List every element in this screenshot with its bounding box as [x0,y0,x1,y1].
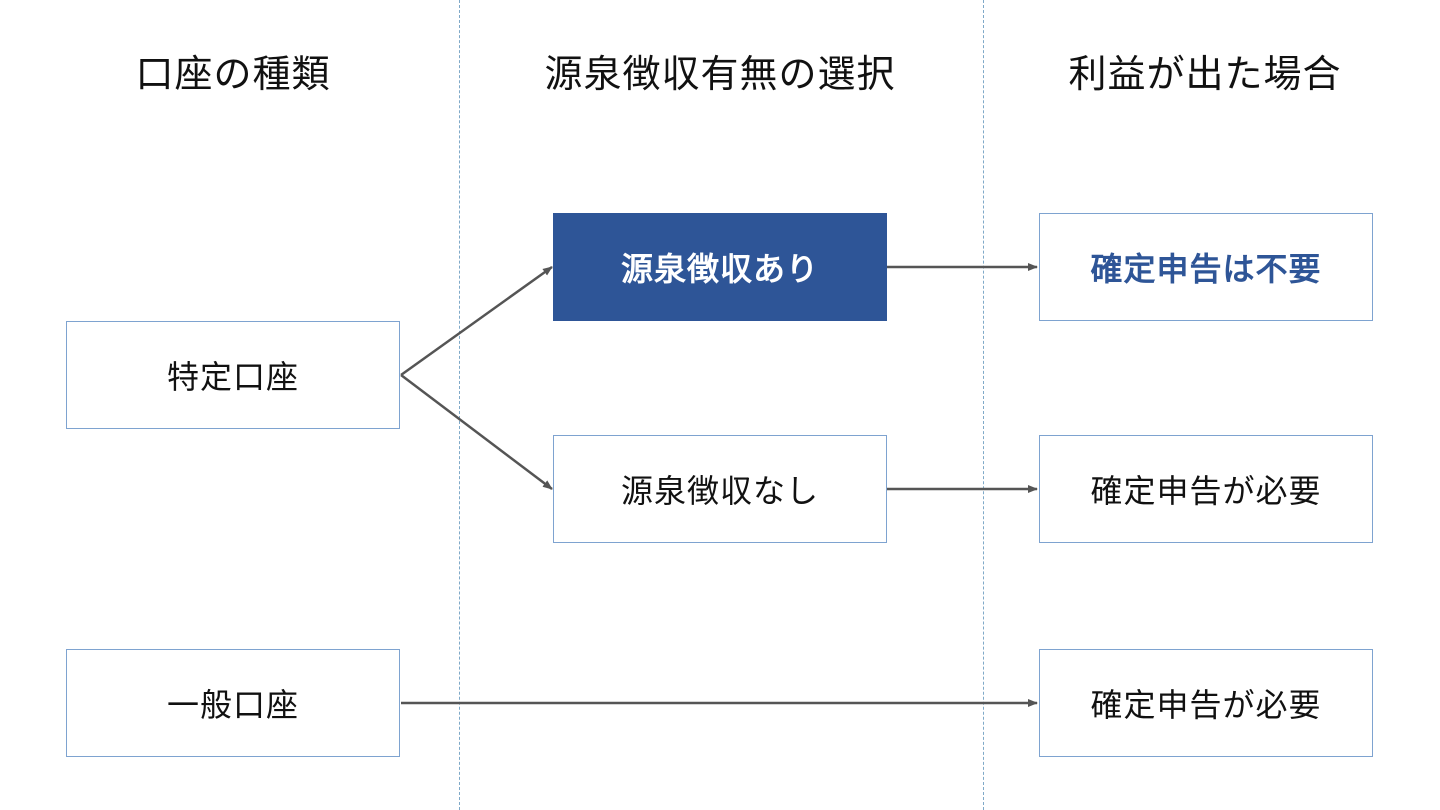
column-divider-right [983,0,984,810]
header-withholding-choice: 源泉徴収有無の選択 [544,52,896,96]
column-divider-left [459,0,460,810]
header-account-type: 口座の種類 [135,52,331,96]
result-box-required-ippan: 確定申告が必要 [1039,649,1373,757]
arrow-tokutei-to-with [400,265,553,377]
account-box-ippan: 一般口座 [66,649,400,757]
account-box-tokutei: 特定口座 [66,321,400,429]
withholding-box-without: 源泉徴収なし [553,435,887,543]
result-label-required-tokutei: 確定申告が必要 [1090,472,1322,510]
account-label-ippan: 一般口座 [166,686,299,724]
result-box-not-required: 確定申告は不要 [1039,213,1373,321]
result-box-required-tokutei: 確定申告が必要 [1039,435,1373,543]
account-label-tokutei: 特定口座 [166,358,299,396]
header-on-profit: 利益が出た場合 [1068,52,1342,96]
result-label-not-required: 確定申告は不要 [1090,250,1322,288]
withholding-box-with: 源泉徴収あり [553,213,887,321]
withholding-label-without: 源泉徴収なし [620,472,819,510]
withholding-label-with: 源泉徴収あり [620,250,819,288]
arrow-tokutei-to-without [400,374,553,490]
result-label-required-ippan: 確定申告が必要 [1090,686,1322,724]
